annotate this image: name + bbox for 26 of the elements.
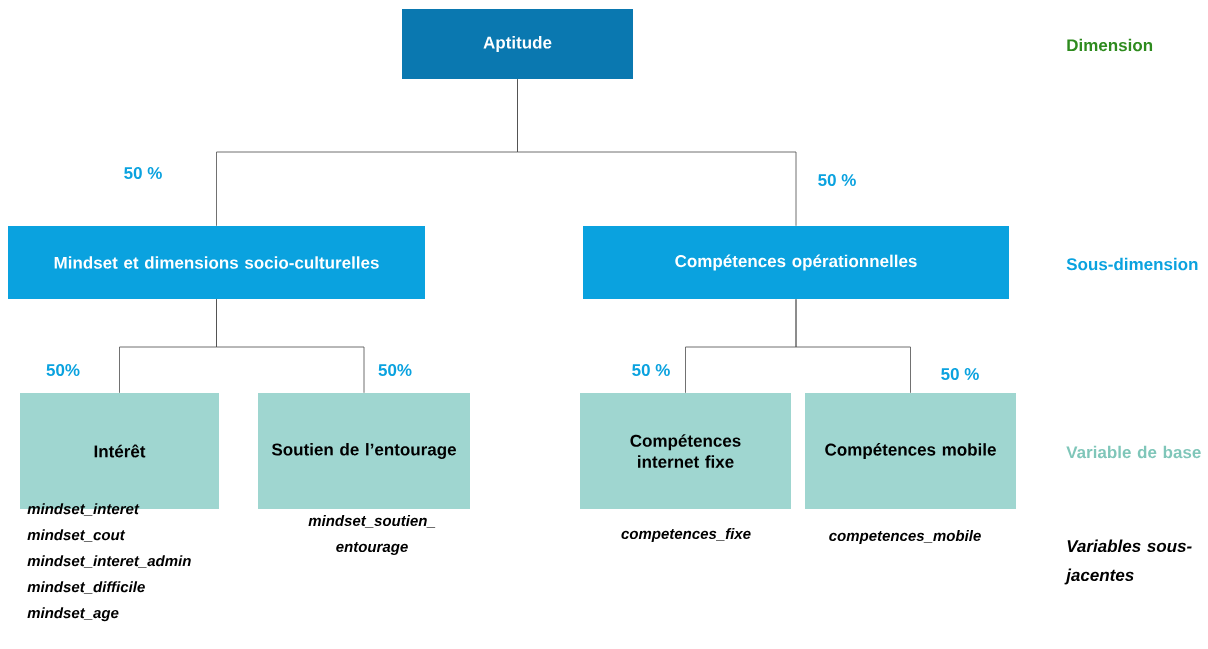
connector: [795, 298, 911, 394]
level-label: Sous-dimension: [1066, 257, 1198, 271]
variable-name: mindset_age: [27, 607, 119, 622]
variable-name: mindset_difficile: [27, 581, 145, 594]
variable-name: competences_fixe: [621, 528, 751, 542]
connector: [216, 298, 365, 394]
box: Compétences mobile: [805, 393, 1016, 509]
box: Compétences internet fixe: [580, 393, 791, 509]
edge-label: 50%: [45, 363, 81, 378]
edge-label: 50 %: [939, 367, 981, 382]
box: Mindset et dimensions socio-culturelles: [8, 226, 425, 299]
edge-label: 50%: [377, 363, 413, 378]
level-label: Variable de base: [1066, 445, 1201, 459]
variable-name: mindset_interet_admin: [27, 555, 191, 568]
level-label: Dimension: [1067, 38, 1153, 52]
variable-name: mindset_cout: [27, 529, 126, 542]
box: Soutien de l’entourage: [258, 393, 470, 509]
box: Aptitude: [402, 9, 633, 79]
connector: [517, 78, 797, 227]
variable-name: competences_mobile: [829, 530, 981, 544]
level-label: Variables sous-jacentes: [1064, 539, 1192, 585]
variable-name: mindset_soutien_ entourage: [308, 515, 436, 555]
edge-label: 50 %: [122, 166, 164, 180]
edge-label: 50 %: [816, 173, 858, 188]
box: Compétences opérationnelles: [583, 226, 1009, 299]
edge-label: 50 %: [630, 363, 672, 378]
